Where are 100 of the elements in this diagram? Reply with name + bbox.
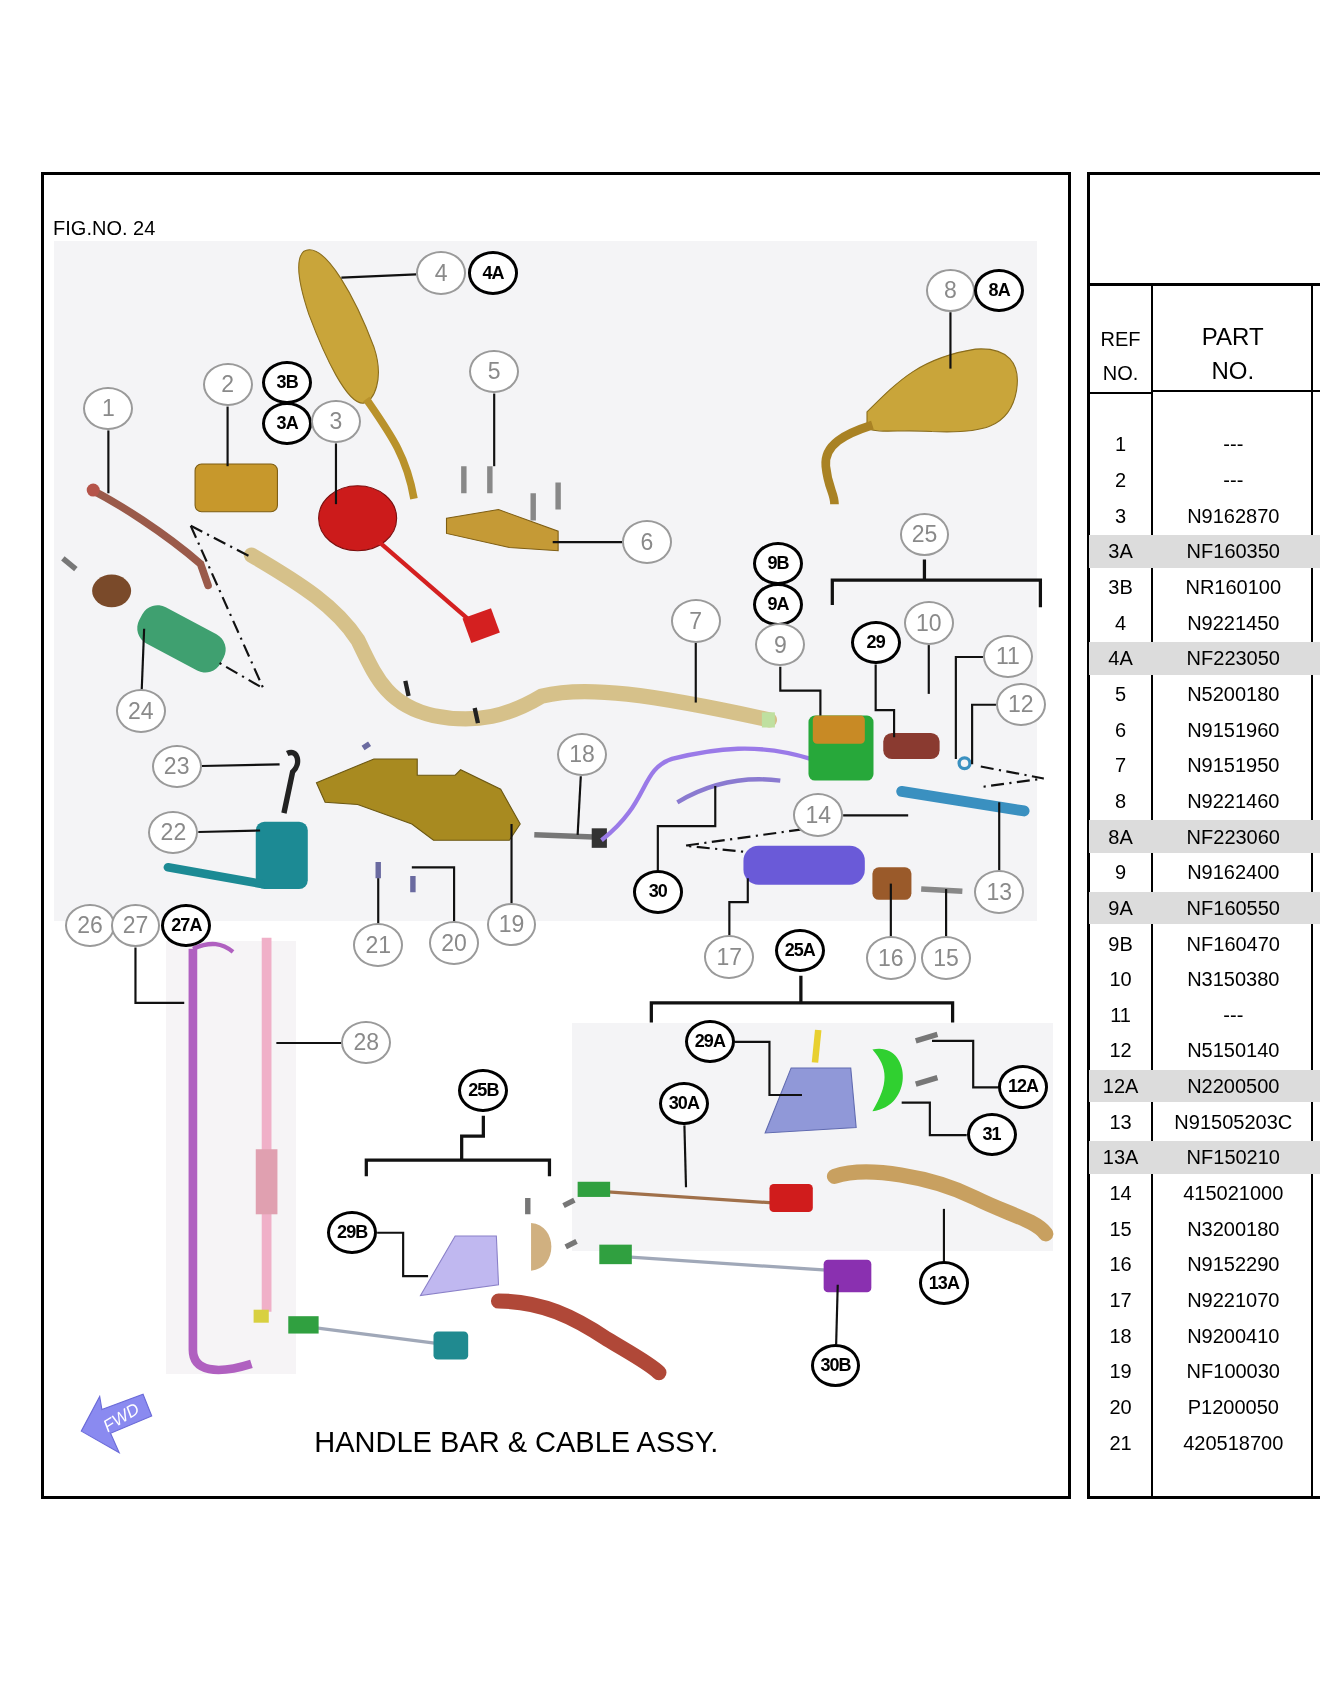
leader-line	[954, 655, 983, 759]
callout-number: 15	[921, 936, 971, 980]
table-cell-text: 1	[1115, 432, 1127, 458]
callout-number: 21	[353, 923, 404, 967]
leader-line	[949, 312, 952, 369]
table-cell-text: N9200410	[1187, 1323, 1280, 1349]
leader-line	[201, 763, 280, 768]
leader-line	[134, 947, 185, 1004]
leader-line	[683, 1125, 688, 1188]
table-cell-text: 9B	[1108, 931, 1133, 957]
leader-line	[889, 883, 892, 937]
table-cell-text: ---	[1223, 432, 1244, 458]
table-cell-text: N9152290	[1187, 1252, 1280, 1278]
table-cell-text: 9A	[1108, 895, 1133, 921]
table-cell-text: 9	[1115, 860, 1127, 886]
table-cell-text: 3A	[1108, 539, 1133, 565]
leader-line	[998, 802, 1001, 871]
table-cell-text: N9221070	[1187, 1288, 1280, 1314]
leader-line	[377, 878, 380, 924]
table-cell-text: NF150210	[1186, 1145, 1280, 1171]
table-cell-text: 2	[1115, 468, 1127, 493]
callout-number: 16	[865, 936, 916, 980]
table-cell-text: N5150140	[1187, 1038, 1280, 1064]
column-header: REF NO.	[1099, 326, 1142, 386]
leader-line	[377, 1231, 429, 1278]
callout-number: 28	[341, 1020, 392, 1065]
table-cell-text: 420518700	[1183, 1430, 1284, 1456]
table-cell-text: 13A	[1102, 1145, 1139, 1171]
table-cell-text: NF160550	[1186, 895, 1280, 921]
table-cell-text: 415021000	[1183, 1181, 1284, 1207]
leader-line	[942, 1208, 946, 1262]
table-cell-text: N5200180	[1187, 681, 1280, 707]
leader-line	[874, 664, 896, 738]
leader-line	[493, 393, 496, 467]
table-cell-text: 3	[1115, 503, 1127, 529]
leader-line	[276, 1041, 342, 1045]
leader-line	[226, 406, 229, 467]
table-cell-text: 7	[1115, 753, 1127, 779]
table-cell-text: 17	[1109, 1288, 1132, 1314]
table-cell-text: 19	[1109, 1359, 1132, 1385]
table-cell-text: N91505203C	[1174, 1109, 1293, 1135]
leader-line	[198, 829, 261, 834]
leader-line	[576, 776, 582, 835]
callout-number: 25B	[458, 1068, 509, 1112]
table-cell-text: NF160470	[1186, 931, 1280, 957]
direction-label: FWD	[98, 1397, 144, 1438]
table-cell-text: ---	[1223, 468, 1244, 493]
table-cell-text: 8	[1115, 788, 1127, 814]
table-cell-text: 13	[1109, 1109, 1132, 1135]
leader-line	[835, 1284, 839, 1345]
table-cell-text: 10	[1109, 967, 1132, 993]
table-cell-text: 3B	[1108, 574, 1133, 600]
leader-line	[945, 889, 948, 937]
callout-number: 30B	[810, 1343, 861, 1388]
table-cell-text: P1200050	[1187, 1395, 1279, 1420]
leader-line	[779, 666, 822, 716]
table-cell-text: 16	[1109, 1252, 1132, 1278]
figure-number: FIG.NO. 24	[53, 216, 156, 242]
table-cell-text: 14	[1109, 1181, 1132, 1207]
leader-line	[411, 866, 456, 922]
table-cell-text: N2200500	[1187, 1074, 1280, 1100]
callout-number: 20	[429, 921, 479, 965]
table-cell-text: N9162400	[1187, 860, 1280, 886]
table-cell-text: 11	[1110, 1002, 1131, 1028]
leader-line	[843, 814, 909, 817]
table-cell-text: N9221450	[1187, 610, 1280, 636]
table-cell-text: N9151960	[1187, 717, 1280, 743]
leader-line	[334, 443, 338, 505]
leader-line	[971, 703, 996, 765]
table-cell-text: 15	[1109, 1216, 1132, 1242]
leader-line	[932, 1039, 999, 1089]
leader-line	[927, 645, 930, 694]
leader-line	[552, 541, 623, 544]
table-cell-text: 5	[1115, 681, 1127, 707]
table-cell-text: ---	[1223, 1002, 1244, 1028]
table-cell-text: 12	[1109, 1038, 1132, 1064]
leader-line	[510, 824, 513, 904]
leader-line	[656, 786, 717, 871]
table-cell-text: NF223060	[1186, 824, 1280, 850]
table-cell-text: 8A	[1108, 824, 1133, 850]
leader-line	[140, 628, 146, 690]
table-cell-text: 20	[1109, 1395, 1132, 1420]
table-cell-text: N3200180	[1187, 1216, 1280, 1242]
callout-number: 13A	[919, 1261, 969, 1305]
table-cell-text: N3150380	[1187, 967, 1280, 993]
table-cell-text: N9151950	[1187, 753, 1280, 779]
callout-number: 29B	[327, 1210, 378, 1254]
table-cell-text: 12A	[1102, 1074, 1139, 1100]
table-cell-text: NF100030	[1186, 1359, 1280, 1385]
table-cell-text: N9221460	[1187, 788, 1280, 814]
table-cell-text: 18	[1109, 1323, 1132, 1349]
table-cell-text: 21	[1109, 1430, 1132, 1456]
table-cell-text: NF223050	[1186, 646, 1280, 672]
column-header: PART NO.	[1200, 321, 1265, 386]
callout-number: 25A	[774, 928, 825, 973]
table-cell-text: N9162870	[1187, 503, 1280, 529]
leader-line	[341, 273, 417, 279]
assembly-caption: HANDLE BAR & CABLE ASSY.	[314, 1424, 719, 1460]
callout-number: 17	[704, 935, 755, 979]
leader-line	[107, 430, 110, 494]
